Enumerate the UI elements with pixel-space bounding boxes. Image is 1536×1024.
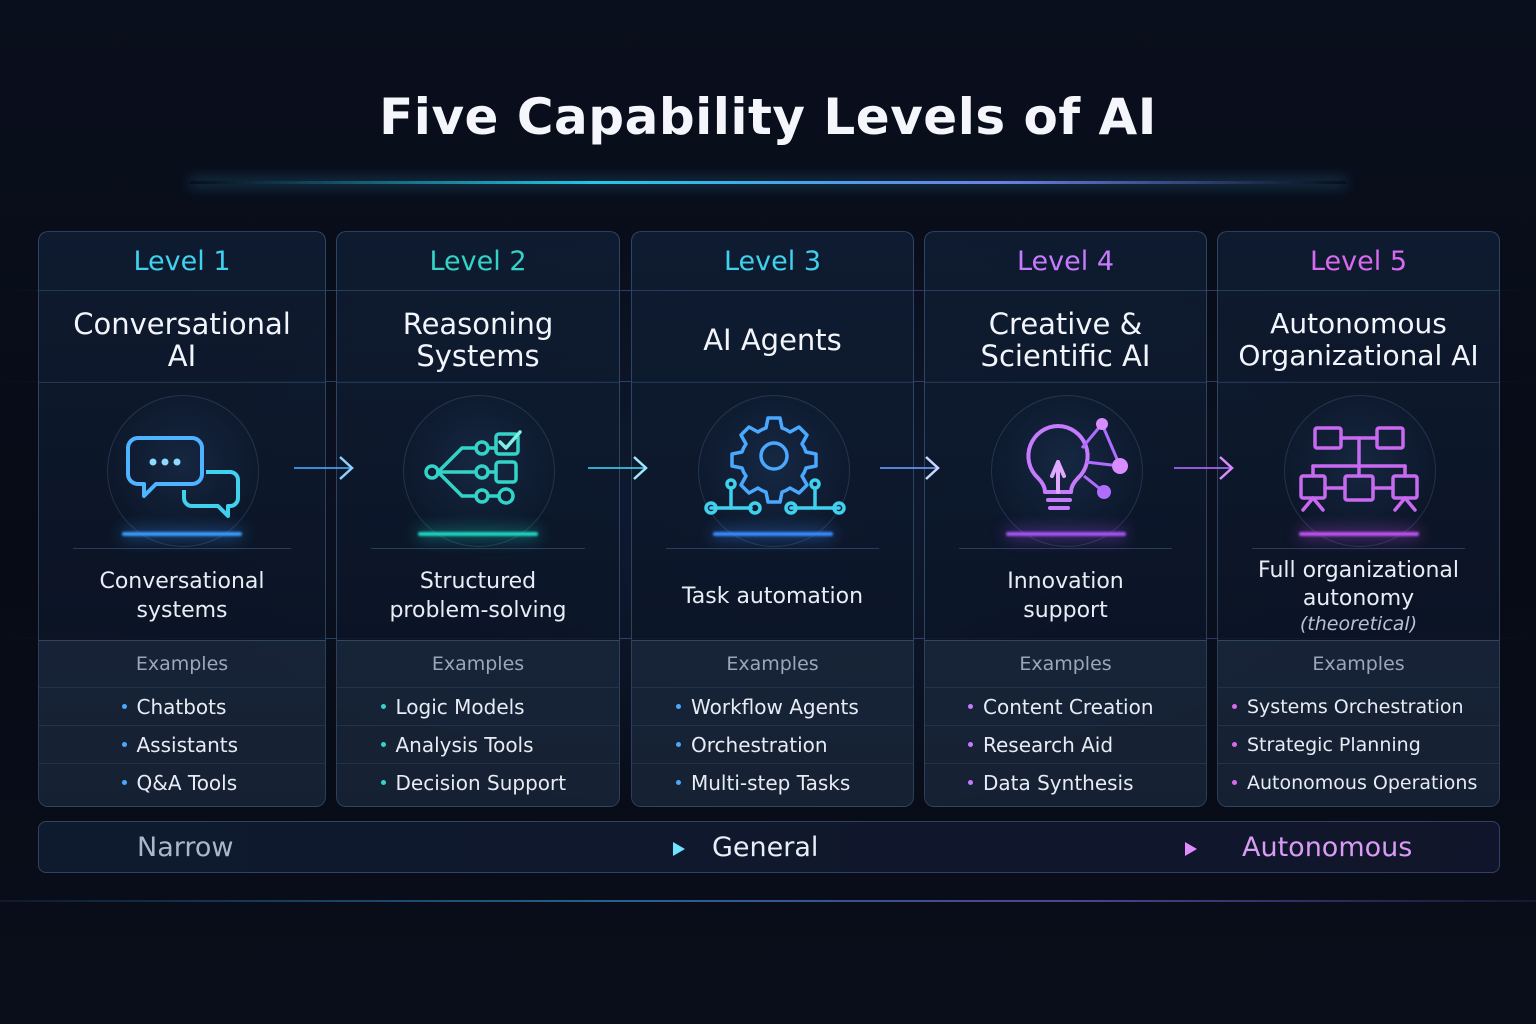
examples-panel: Examples Content Creation Research Aid D…: [925, 640, 1206, 806]
spectrum-arrows: [269, 842, 1197, 856]
level-label: Level 5: [1309, 246, 1408, 277]
arrow-head-icon: [673, 842, 685, 856]
list-item: Chatbots: [39, 687, 325, 725]
examples-title: Examples: [1019, 653, 1112, 675]
arrow-right-icon: [1174, 456, 1234, 480]
level-name: Creative & Scientific AI: [980, 307, 1151, 373]
arrow-head-icon: [1185, 842, 1197, 856]
bullet-icon: [1232, 742, 1237, 747]
level-card-2: Level 2 Reasoning Systems: [336, 231, 620, 807]
examples-title: Examples: [135, 653, 229, 675]
list-item: Data Synthesis: [925, 763, 1206, 801]
examples-panel: Examples Chatbots Assistants Q&A Tools: [39, 640, 325, 806]
list-item: Decision Support: [337, 763, 619, 801]
level-card-4: Level 4 Creative & Scientific AI: [924, 231, 1207, 807]
bullet-icon: [380, 780, 386, 785]
bottom-glow-line: [0, 900, 1536, 902]
level-name: Conversational AI: [73, 307, 291, 373]
bullet-icon: [676, 780, 681, 785]
level-card-5: Level 5 Autonomous Organizational AI: [1217, 231, 1500, 807]
level-label: Level 3: [723, 246, 822, 277]
level-description: Structured problem-solving: [389, 569, 567, 623]
list-item: Multi-step Tasks: [632, 763, 913, 801]
level-description: Task automation: [681, 583, 864, 609]
examples-title: Examples: [1312, 653, 1405, 675]
level-label: Level 1: [133, 246, 231, 277]
level-card-3: Level 3 AI Agents: [631, 231, 914, 807]
arrow-right-icon: [588, 456, 648, 480]
bullet-icon: [121, 704, 127, 709]
bullet-icon: [676, 742, 681, 747]
level-description: Conversational systems: [99, 569, 265, 623]
arrow-right-icon: [294, 456, 354, 480]
bullet-icon: [968, 704, 973, 709]
examples-title: Examples: [726, 653, 819, 675]
bullet-icon: [1232, 780, 1237, 785]
examples-title: Examples: [431, 653, 525, 675]
list-item: Logic Models: [337, 687, 619, 725]
level-note: (theoretical): [1299, 613, 1418, 635]
list-item: Assistants: [39, 725, 325, 763]
bullet-icon: [968, 742, 973, 747]
list-item: Workflow Agents: [632, 687, 913, 725]
examples-panel: Examples Workflow Agents Orchestration M…: [632, 640, 913, 806]
bullet-icon: [380, 742, 386, 747]
bullet-icon: [1232, 704, 1237, 709]
list-item: Orchestration: [632, 725, 913, 763]
bullet-icon: [676, 704, 681, 709]
list-item: Analysis Tools: [337, 725, 619, 763]
decision-tree-icon: [403, 395, 555, 547]
examples-panel: Examples Systems Orchestration Strategic…: [1218, 640, 1499, 806]
list-item: Autonomous Operations: [1218, 763, 1499, 801]
capability-spectrum-bar: Narrow General Autonomous: [38, 821, 1500, 873]
spectrum-end-label: Autonomous: [1242, 832, 1413, 863]
page-title: Five Capability Levels of AI: [379, 88, 1157, 146]
spectrum-start-label: Narrow: [137, 832, 234, 863]
level-description: Innovation support: [1007, 569, 1124, 623]
spectrum-middle-label: General: [712, 832, 819, 863]
chat-bubbles-icon: [107, 395, 259, 547]
list-item: Research Aid: [925, 725, 1206, 763]
list-item: Q&A Tools: [39, 763, 325, 801]
level-description: Full organizational autonomy (theoretica…: [1258, 558, 1459, 635]
level-card-1: Level 1 Conversational AI Conversational…: [38, 231, 326, 807]
level-name: Autonomous Organizational AI: [1238, 307, 1479, 372]
bullet-icon: [380, 704, 386, 709]
level-label: Level 4: [1016, 246, 1115, 277]
level-name: Reasoning Systems: [402, 307, 554, 373]
gear-network-icon: [697, 395, 850, 547]
lightbulb-network-icon: [990, 395, 1143, 547]
bullet-icon: [121, 742, 127, 747]
level-label: Level 2: [429, 246, 527, 277]
title-underline-glow: [190, 181, 1346, 184]
level-name: AI Agents: [703, 323, 842, 357]
list-item: Strategic Planning: [1218, 725, 1499, 763]
bullet-icon: [121, 780, 127, 785]
list-item: Content Creation: [925, 687, 1206, 725]
examples-panel: Examples Logic Models Analysis Tools Dec…: [337, 640, 619, 806]
bullet-icon: [968, 780, 973, 785]
arrow-right-icon: [880, 456, 940, 480]
list-item: Systems Orchestration: [1218, 687, 1499, 725]
org-chart-icon: [1283, 395, 1436, 547]
